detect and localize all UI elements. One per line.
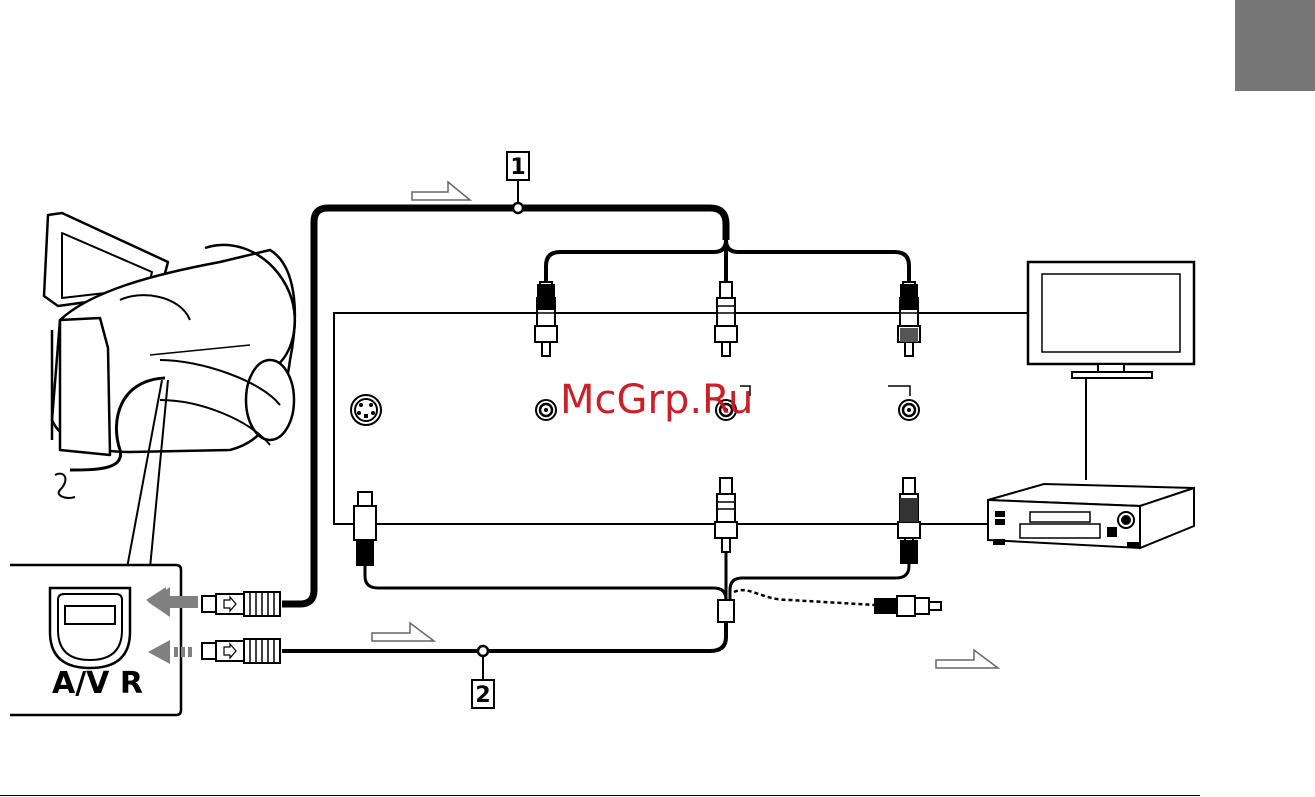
s-video-jack <box>351 395 381 425</box>
video-jack <box>536 400 556 420</box>
tv-illustration <box>1028 262 1194 378</box>
camcorder-illustration <box>44 213 295 498</box>
direction-arrow-icon <box>412 182 470 200</box>
watermark-text: McGrp.Ru <box>560 377 753 423</box>
rca-plug-white <box>715 282 737 356</box>
callout-1: 1 <box>510 155 525 180</box>
direction-arrow-icon <box>372 623 434 641</box>
av-r-jack-icon <box>50 588 130 668</box>
callout-2: 2 <box>475 683 490 708</box>
page-bottom-rule <box>0 795 1200 796</box>
audio-right-jack <box>899 400 919 420</box>
av-r-connector-panel: A/V R <box>10 565 181 715</box>
s-video-plug <box>354 492 376 566</box>
av-plug-cable-1 <box>202 592 280 616</box>
extra-rca-plug <box>875 596 941 616</box>
rca-plug-white-bottom <box>715 478 737 552</box>
av-plug-cable-2 <box>202 639 280 663</box>
av-r-label: A/V R <box>52 666 143 701</box>
vcr-illustration <box>988 484 1194 548</box>
direction-arrow-icon <box>936 650 998 668</box>
